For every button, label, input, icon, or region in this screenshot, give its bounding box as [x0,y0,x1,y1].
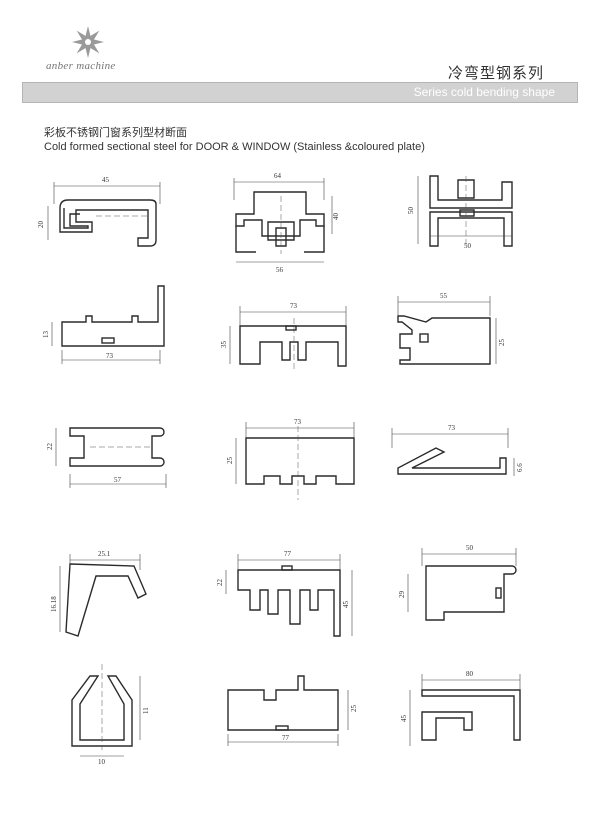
dimension-label: 25 [498,339,506,347]
dimension-label: 56 [276,266,284,274]
profile-drawing-5: 73 35 [220,302,347,372]
dimension-label: 55 [440,292,448,300]
dimension-label: 6.6 [516,463,524,472]
profile-drawing-2: 64 40 56 [233,172,340,274]
banner-title: Series cold bending shape [413,85,555,99]
dimension-label: 16.18 [50,596,58,612]
dimension-label: 73 [290,302,298,310]
dimension-label: 25 [350,705,358,713]
dimension-label: 50 [466,544,474,552]
dimension-label: 57 [114,476,122,484]
brand-name: anber machine [46,60,116,72]
dimension-label: 22 [46,443,54,451]
dimension-label: 45 [102,176,110,184]
dimension-label: 10 [98,758,106,766]
profile-drawing-9: 73 6.6 [391,424,524,476]
profile-drawing-1: 45 20 [37,176,161,247]
dimension-label: 77 [282,734,290,742]
dimension-label: 25.1 [98,550,111,558]
dimension-label: 11 [142,707,150,714]
dimension-label: 80 [466,670,474,678]
brand-logo-icon [72,26,104,58]
profile-drawing-7: 22 57 [46,427,167,488]
dimension-label: 50 [407,207,415,215]
dimension-label: 35 [220,341,228,349]
title-banner: Series cold bending shape [22,82,578,103]
profile-drawing-10: 25.1 16.18 [50,550,147,637]
profile-drawing-11: 77 22 45 [216,550,353,637]
dimension-label: 73 [448,424,456,432]
dimension-label: 25 [226,457,234,465]
profile-drawing-3: 50 50 [407,175,513,250]
dimension-label: 45 [400,715,408,723]
profile-drawing-6: 55 25 [397,292,506,365]
page-title: 冷弯型钢系列 [448,64,545,82]
dimension-label: 77 [284,550,292,558]
dimension-label: 13 [42,331,50,339]
profile-drawing-8: 73 25 [226,418,355,500]
dimension-label: 45 [342,601,350,609]
profile-drawing-13: 11 10 [71,664,150,766]
dimension-label: 22 [216,579,224,587]
profile-drawing-12: 50 29 [398,544,517,621]
profile-drawing-15: 80 45 [400,670,521,746]
section-title-en: Cold formed sectional steel for DOOR & W… [44,141,425,153]
dimension-label: 50 [464,242,472,250]
profile-drawing-14: 25 77 [227,675,358,746]
dimension-label: 20 [37,221,45,229]
dimension-label: 64 [274,172,282,180]
dimension-label: 73 [294,418,302,426]
dimension-label: 73 [106,352,114,360]
profile-drawing-4: 13 73 [42,285,165,364]
dimension-label: 40 [332,213,340,221]
section-title-cn: 彩板不锈钢门窗系列型材断面 [44,126,187,139]
dimension-label: 29 [398,591,406,599]
